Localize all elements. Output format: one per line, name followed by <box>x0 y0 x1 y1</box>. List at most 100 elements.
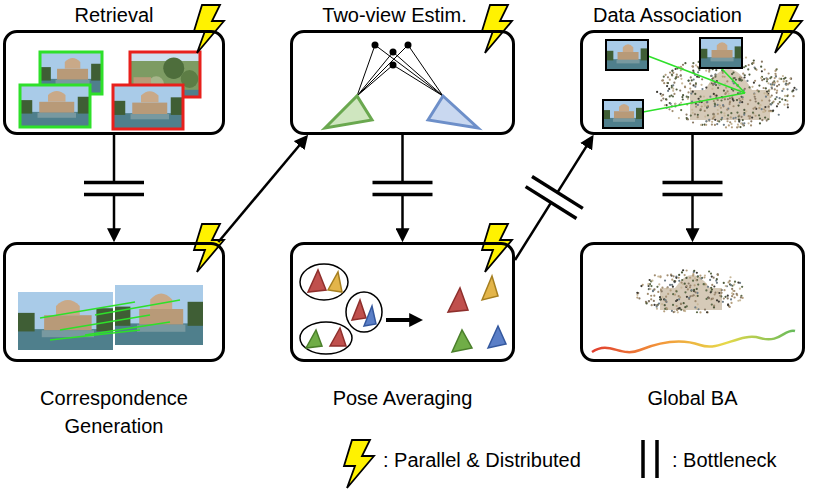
point-cloud-dot <box>743 124 745 126</box>
point-cloud-dot <box>697 303 699 305</box>
point-cloud-dot <box>740 122 742 124</box>
point-cloud-dot <box>687 91 689 93</box>
point-cloud-dot <box>727 297 729 299</box>
illustration-part <box>592 331 795 353</box>
point-cloud-dot <box>666 308 668 310</box>
point-cloud-dot <box>698 69 700 71</box>
point-cloud-dot <box>751 116 753 118</box>
point-cloud-dot <box>671 310 673 312</box>
point-cloud-dot <box>669 284 671 286</box>
point-cloud-dot <box>646 302 648 304</box>
illustration-part <box>375 45 443 96</box>
point-cloud-dot <box>705 289 707 291</box>
point-cloud-dot <box>732 77 734 79</box>
point-cloud-dot <box>776 85 778 87</box>
point-cloud-dot <box>739 288 741 290</box>
point-cloud-dot <box>775 68 777 70</box>
point-cloud-dot <box>727 98 729 100</box>
illustration-part <box>655 440 659 478</box>
point-cloud-dot <box>723 112 725 114</box>
point-cloud-dot <box>736 111 738 113</box>
point-cloud-dot <box>693 289 695 291</box>
stage-title: Retrieval <box>0 1 234 29</box>
point-cloud-dot <box>783 80 785 82</box>
point-cloud-dot <box>674 281 676 283</box>
point-cloud-dot <box>741 101 743 103</box>
point-cloud-dot <box>684 283 686 285</box>
illustration-part <box>721 68 745 93</box>
point-cloud-dot <box>680 303 682 305</box>
point-cloud-dot <box>685 114 687 116</box>
point-cloud-dot <box>713 100 715 102</box>
point-cloud-dot <box>782 88 784 90</box>
point-cloud-dot <box>686 296 688 298</box>
point-cloud-dot <box>672 72 674 74</box>
point-cloud-dot <box>698 98 700 100</box>
point-cloud-dot <box>740 296 742 298</box>
point-cloud-dot <box>763 87 765 89</box>
illustration-part <box>306 330 322 348</box>
point-cloud-dot <box>739 78 741 80</box>
point-cloud-dot <box>713 93 715 95</box>
point-cloud-dot <box>713 115 715 117</box>
process-box: Retrieval <box>3 30 225 135</box>
point-cloud-dot <box>680 102 682 104</box>
illustration-part <box>390 49 397 56</box>
point-cloud-dot <box>718 292 720 294</box>
point-cloud-dot <box>726 90 728 92</box>
point-cloud-dot <box>727 295 729 297</box>
point-cloud-dot <box>730 302 732 304</box>
point-cloud-dot <box>779 101 781 103</box>
illustration-part <box>20 85 90 127</box>
stage-title: Pose Averaging <box>283 384 523 412</box>
point-cloud-dot <box>708 297 710 299</box>
point-cloud-dot <box>651 280 653 282</box>
point-cloud-dot <box>687 96 689 98</box>
point-cloud-dot <box>656 286 658 288</box>
point-cloud-dot <box>645 302 647 304</box>
point-cloud-dot <box>761 99 763 101</box>
point-cloud-dot <box>739 100 741 102</box>
point-cloud-dot <box>653 289 655 291</box>
point-cloud-dot <box>782 75 784 77</box>
point-cloud-dot <box>744 88 746 90</box>
point-cloud-dot <box>714 102 716 104</box>
point-cloud-dot <box>707 114 709 116</box>
point-cloud-dot <box>720 292 722 294</box>
point-cloud-dot <box>770 110 772 112</box>
point-cloud-dot <box>763 108 765 110</box>
point-cloud-dot <box>723 90 725 92</box>
point-cloud-dot <box>647 283 649 285</box>
point-cloud-dot <box>671 279 673 281</box>
point-cloud-dot <box>795 88 797 90</box>
point-cloud-dot <box>696 76 698 78</box>
point-cloud-dot <box>767 82 769 84</box>
point-cloud-dot <box>717 113 719 115</box>
illustration-part <box>95 300 180 315</box>
point-cloud-dot <box>729 97 731 99</box>
point-cloud-dot <box>729 103 731 105</box>
point-cloud-dot <box>711 121 713 123</box>
illustration-part <box>325 96 372 128</box>
point-cloud-dot <box>700 124 702 126</box>
point-cloud-dot <box>720 107 722 109</box>
point-cloud-dot <box>760 66 762 68</box>
data-association-scene <box>603 38 797 129</box>
point-cloud-dot <box>682 98 684 100</box>
point-cloud-dot <box>774 73 776 75</box>
point-cloud-dot <box>748 115 750 117</box>
point-cloud-dot <box>684 291 686 293</box>
point-cloud-dot <box>674 77 676 79</box>
point-cloud-dot <box>684 86 686 88</box>
point-cloud-dot <box>776 68 778 70</box>
point-cloud-dot <box>763 78 765 80</box>
illustration-part <box>488 326 506 348</box>
point-cloud-dot <box>664 279 666 281</box>
point-cloud-dot <box>707 286 709 288</box>
point-cloud-dot <box>725 285 727 287</box>
point-cloud-dot <box>703 283 705 285</box>
illustration-part <box>357 45 443 96</box>
point-cloud-dot <box>659 296 661 298</box>
point-cloud-dot <box>743 76 745 78</box>
